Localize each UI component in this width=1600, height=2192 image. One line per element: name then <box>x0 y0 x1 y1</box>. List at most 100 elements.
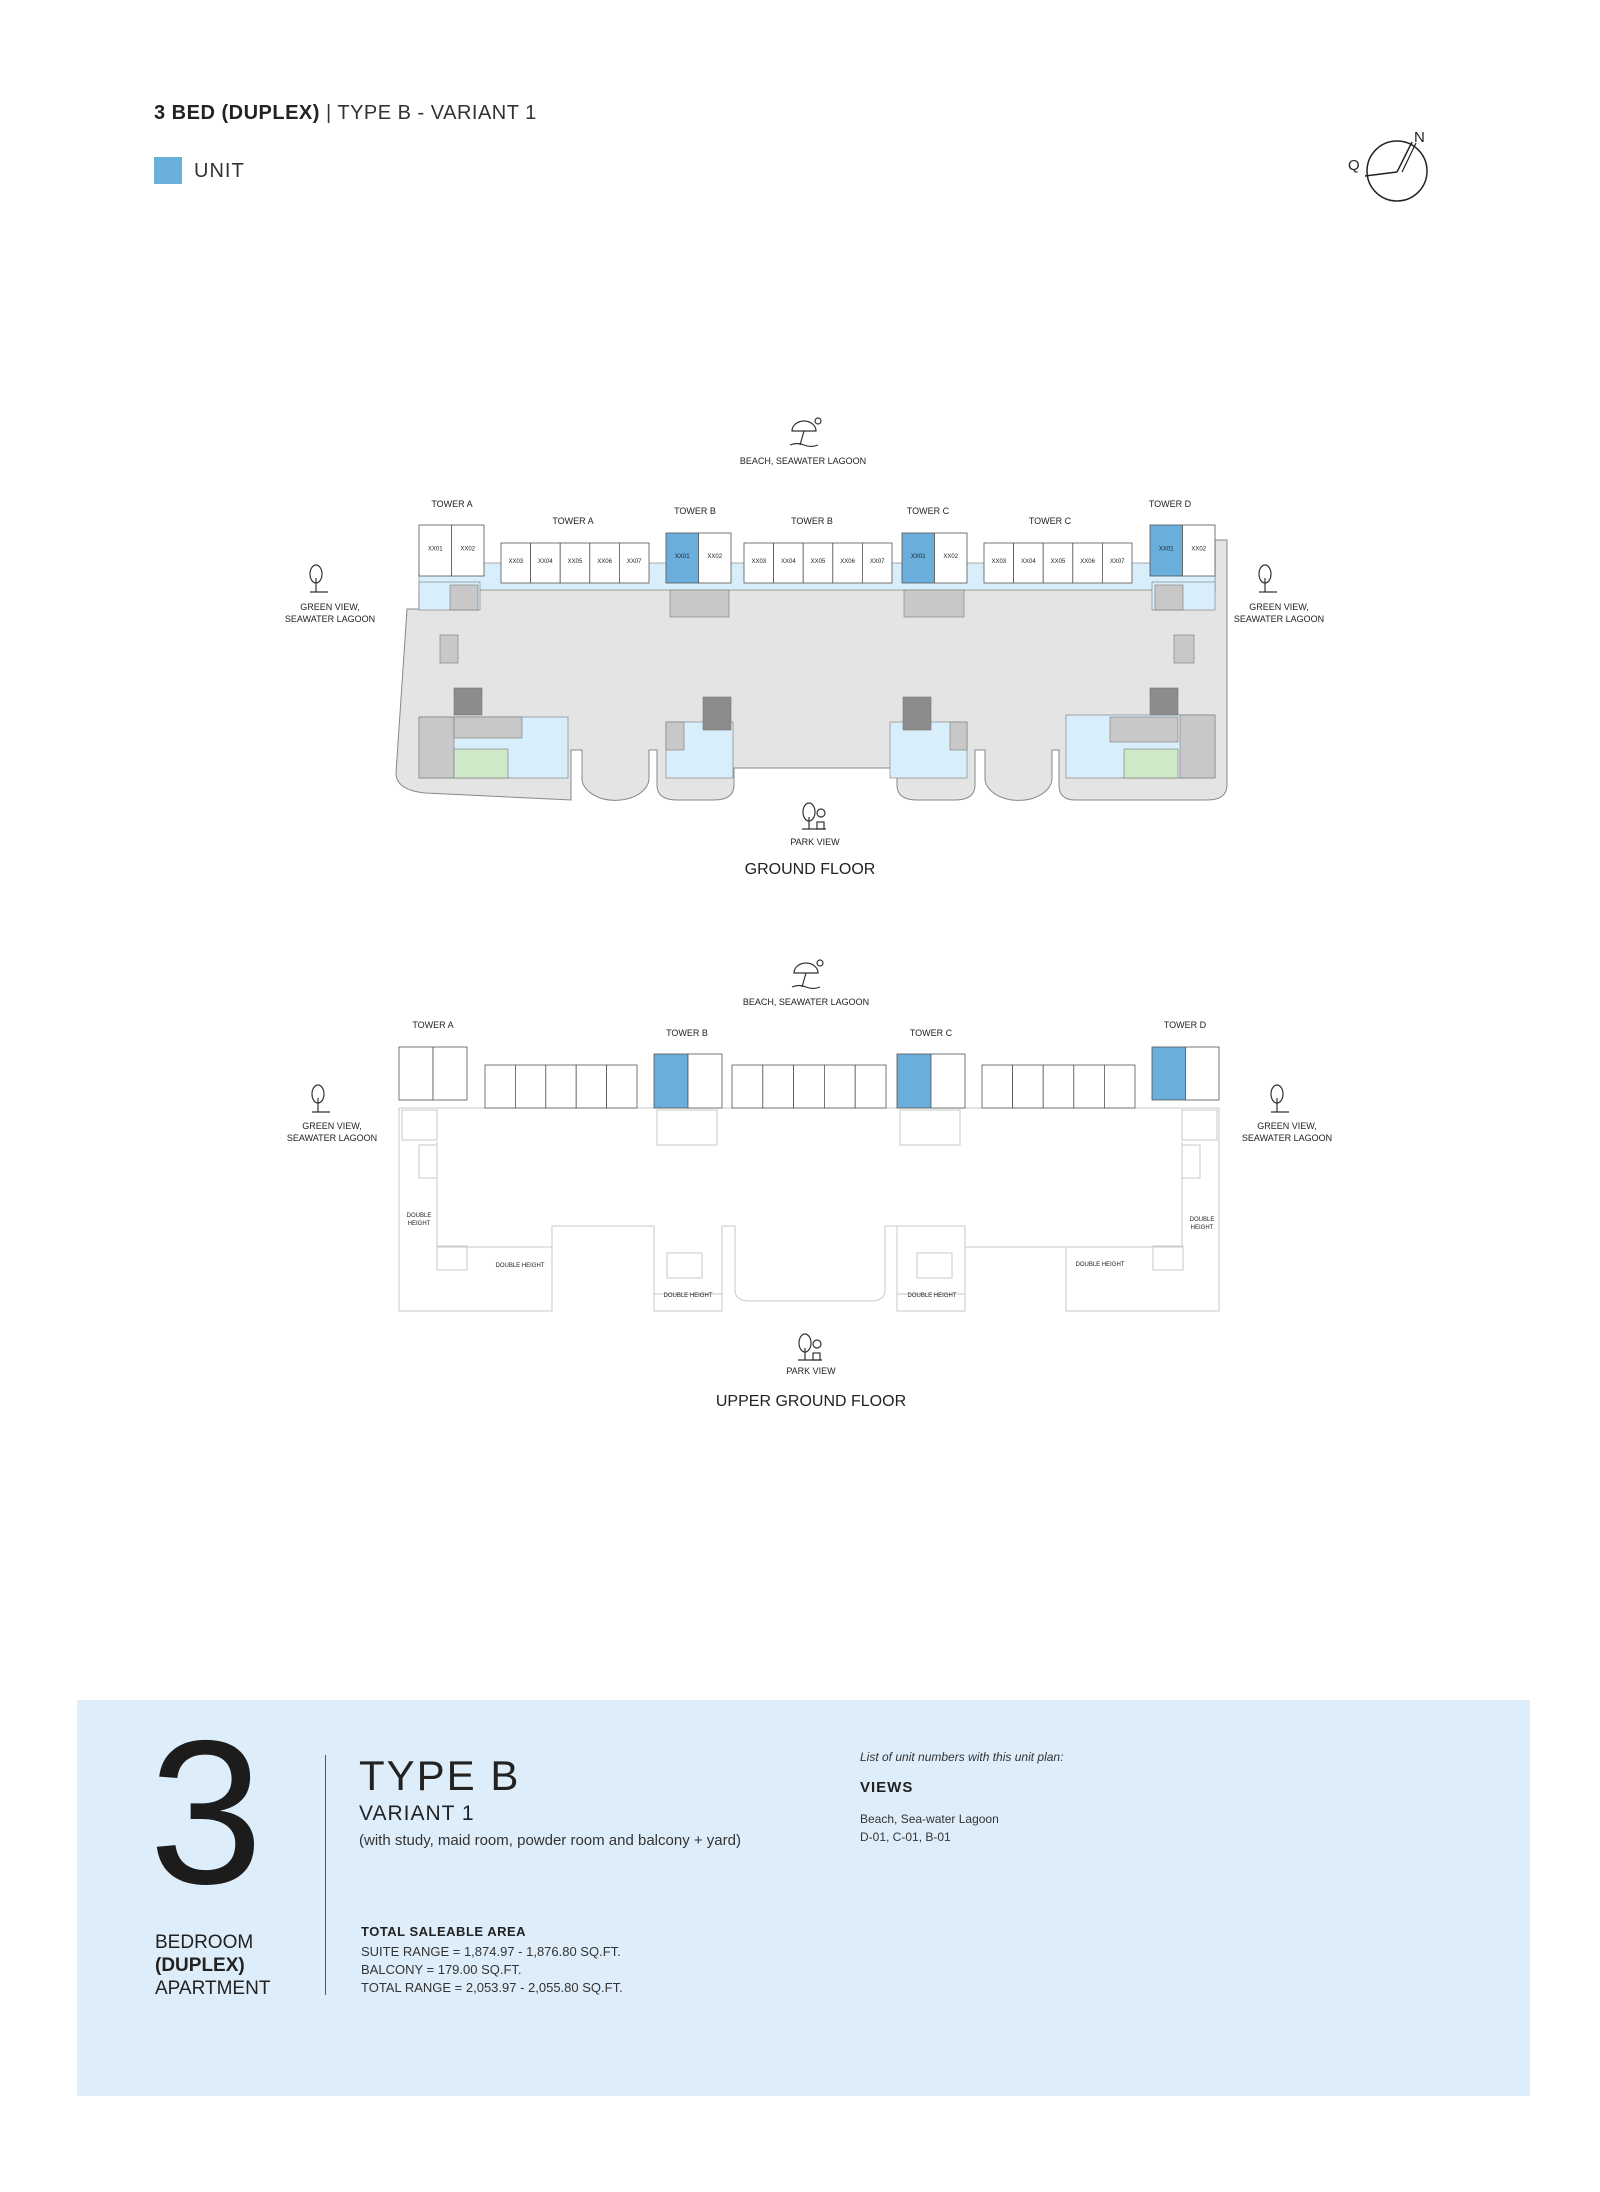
unit-label: XX05 <box>568 559 583 565</box>
unit <box>418 524 452 577</box>
unit <box>1182 524 1216 577</box>
unit <box>983 542 1015 584</box>
highlighted-unit <box>901 532 935 584</box>
gf-bottom-view-label: PARK VIEW <box>790 837 840 847</box>
unit <box>530 542 561 584</box>
balcony-area: BALCONY = 179.00 SQ.FT. <box>361 1962 522 1977</box>
unit <box>484 1064 516 1109</box>
ugf-core <box>1152 1245 1184 1271</box>
tower-label: TOWER A <box>552 516 593 526</box>
unit <box>1042 1064 1075 1109</box>
ugf-core <box>1181 1144 1201 1179</box>
bedroom-line3: APARTMENT <box>155 1978 271 1999</box>
panel-divider <box>325 1755 326 1995</box>
gf-right-view-line1: GREEN VIEW, <box>1249 602 1309 612</box>
unit <box>862 542 893 584</box>
title-bold: 3 BED (DUPLEX) <box>154 102 320 124</box>
unit-list-caption: List of unit numbers with this unit plan… <box>860 1750 1064 1764</box>
tower-label: TOWER A <box>431 499 472 509</box>
unit <box>773 542 804 584</box>
gf-left-view-line1: GREEN VIEW, <box>300 602 360 612</box>
ugf-right-view-line2: SEAWATER LAGOON <box>1242 1133 1332 1143</box>
unit-type: TYPE B <box>359 1752 521 1799</box>
compass-q-label: Q <box>1348 157 1360 174</box>
tower-label: TOWER B <box>674 506 716 516</box>
ugf-core <box>899 1109 961 1146</box>
gf-room <box>439 634 459 664</box>
suite-range: SUITE RANGE = 1,874.97 - 1,876.80 SQ.FT. <box>361 1944 621 1959</box>
bedroom-count: 3 <box>149 1698 264 1927</box>
unit <box>698 532 732 584</box>
ugf-bottom-view-label: PARK VIEW <box>786 1366 836 1376</box>
unit <box>793 1064 825 1109</box>
gf-room <box>902 696 932 731</box>
highlighted-unit <box>1149 524 1183 577</box>
unit-label: XX02 <box>460 547 475 553</box>
gf-left-view-line2: SEAWATER LAGOON <box>285 614 375 624</box>
unit-label: XX03 <box>508 559 523 565</box>
unit-label: XX02 <box>943 554 958 560</box>
unit <box>1073 1064 1105 1109</box>
unit <box>762 1064 794 1109</box>
unit <box>934 532 968 584</box>
ugf-double-height-right-1: DOUBLE <box>1190 1217 1215 1223</box>
unit <box>398 1046 434 1101</box>
gf-top-view-label: BEACH, SEAWATER LAGOON <box>740 456 866 466</box>
area-heading: TOTAL SALEABLE AREA <box>361 1924 527 1939</box>
tower-label: TOWER D <box>1149 499 1192 509</box>
unit-label: XX03 <box>991 559 1006 565</box>
bedroom-line1: BEDROOM <box>155 1932 254 1953</box>
ugf-core <box>666 1252 703 1279</box>
unit <box>619 542 650 584</box>
unit-label: XX01 <box>911 554 926 560</box>
ugf-left-view-line1: GREEN VIEW, <box>302 1121 362 1131</box>
unit <box>545 1064 577 1109</box>
tree-icon <box>309 564 328 593</box>
tower-label: TOWER C <box>910 1028 953 1038</box>
unit <box>1012 1064 1044 1109</box>
compass-north-label: N <box>1414 129 1425 146</box>
gf-room <box>453 687 483 716</box>
unit-numbers: D-01, C-01, B-01 <box>860 1830 951 1844</box>
unit-label: XX04 <box>538 559 553 565</box>
gf-right-view-line2: SEAWATER LAGOON <box>1234 614 1324 624</box>
ugf-core <box>916 1252 953 1279</box>
unit-label: XX05 <box>1051 559 1066 565</box>
ugf-core <box>436 1245 468 1271</box>
unit <box>1104 1064 1136 1109</box>
ugf-double-height-right-2: HEIGHT <box>1191 1225 1214 1231</box>
unit-legend-swatch <box>154 157 182 184</box>
gf-room <box>1154 584 1184 611</box>
gf-room <box>1149 687 1179 716</box>
unit <box>832 542 863 584</box>
highlighted-unit <box>653 1053 689 1109</box>
ugf-double-height-a: DOUBLE HEIGHT <box>495 1263 544 1269</box>
unit <box>824 1064 856 1109</box>
unit-features: (with study, maid room, powder room and … <box>359 1832 741 1849</box>
tower-label: TOWER C <box>1029 516 1072 526</box>
views-heading: VIEWS <box>860 1779 914 1796</box>
ugf-double-height-left-1: DOUBLE <box>407 1213 432 1219</box>
unit <box>1072 542 1103 584</box>
tree-icon <box>1258 564 1277 593</box>
unit <box>432 1046 468 1101</box>
unit-label: XX04 <box>781 559 796 565</box>
unit <box>451 524 485 577</box>
unit-label: XX07 <box>1110 559 1125 565</box>
unit-label: XX07 <box>870 559 885 565</box>
views-value: Beach, Sea-water Lagoon <box>860 1812 999 1826</box>
ugf-top-view-label: BEACH, SEAWATER LAGOON <box>743 997 869 1007</box>
ugf-left-view-line2: SEAWATER LAGOON <box>287 1133 377 1143</box>
ugf-double-height-left-2: HEIGHT <box>408 1221 431 1227</box>
gf-floor-title: GROUND FLOOR <box>745 861 876 878</box>
tree-icon <box>311 1084 330 1113</box>
park-tree-icon <box>798 1333 822 1361</box>
unit <box>606 1064 638 1109</box>
gf-room <box>453 748 509 779</box>
park-tree-icon <box>802 802 826 830</box>
unit <box>559 542 591 584</box>
ugf-double-height-b: DOUBLE HEIGHT <box>663 1293 712 1299</box>
ugf-core <box>418 1144 438 1179</box>
